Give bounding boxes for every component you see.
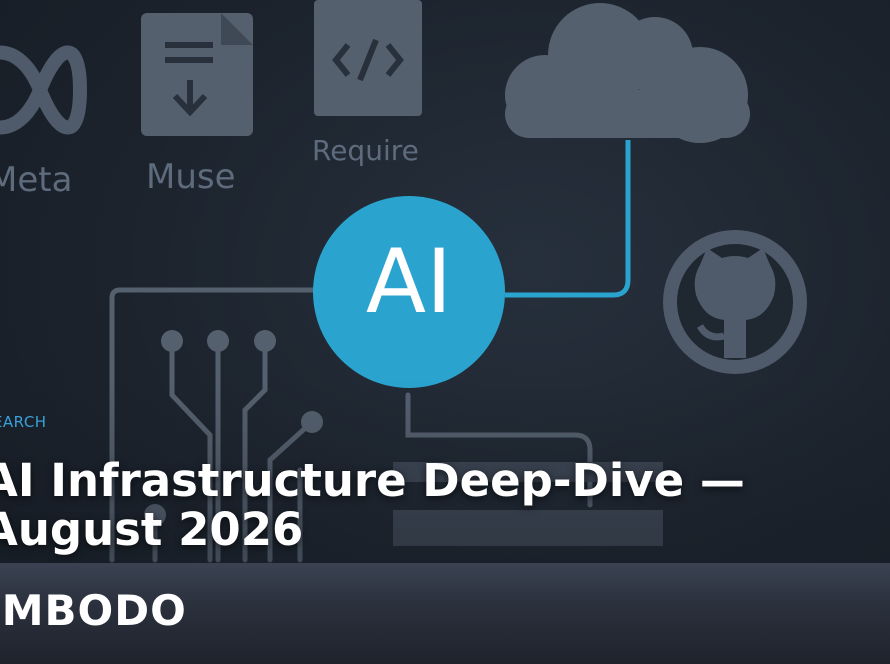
meta-label: Meta xyxy=(0,160,73,200)
muse-icon xyxy=(141,13,253,136)
ai-badge-circle xyxy=(313,196,505,388)
ai-badge-text: AI xyxy=(365,230,453,333)
github-icon xyxy=(663,230,807,374)
muse-label: Muse xyxy=(146,157,236,197)
connection-line xyxy=(505,140,631,298)
article-title[interactable]: AI Infrastructure Deep-Dive — August 202… xyxy=(0,454,745,556)
brand-logo[interactable]: EMBODO xyxy=(0,586,187,635)
cloud-icon xyxy=(505,3,750,143)
meta-icon xyxy=(0,45,88,135)
code-label: Require xyxy=(312,134,419,167)
footer-bar xyxy=(0,563,890,664)
article-category[interactable]: RESEARCH xyxy=(0,413,47,431)
code-icon xyxy=(314,0,422,116)
